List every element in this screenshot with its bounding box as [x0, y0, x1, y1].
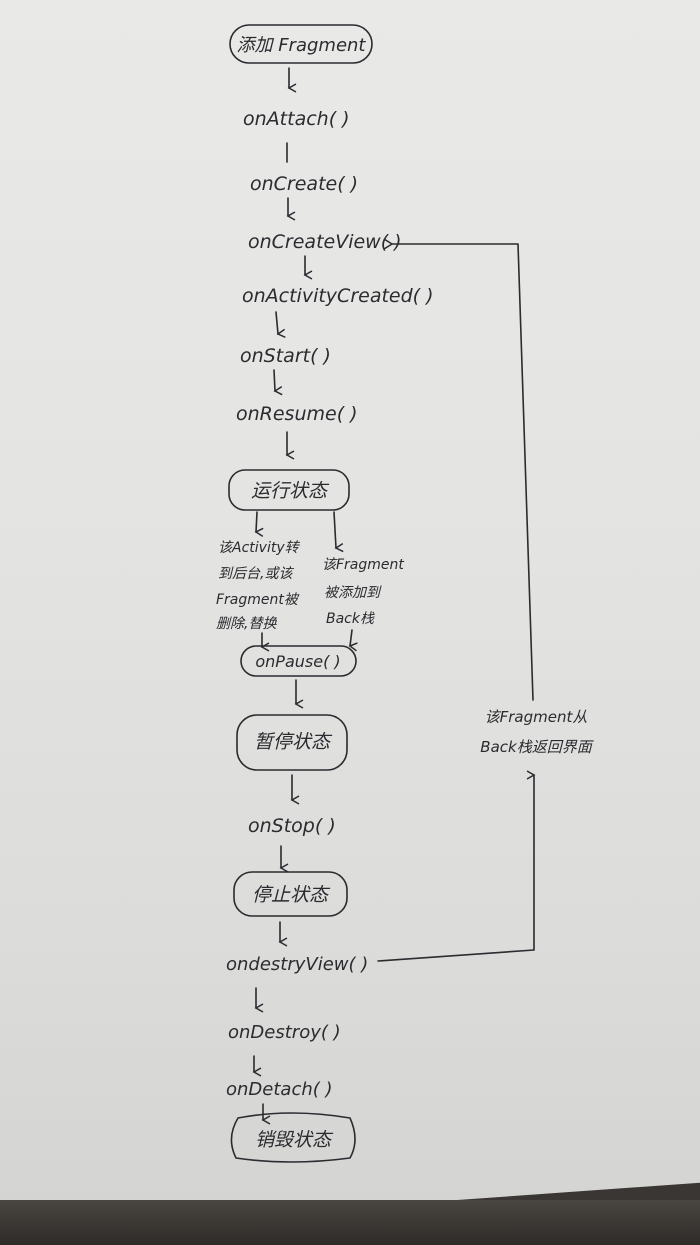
on-create-view-label: onCreateView( )	[248, 231, 402, 253]
branch-left-text: 该Activity转 到后台,或该 Fragment被 删除,替换	[216, 540, 301, 632]
on-resume-label: onResume( )	[236, 403, 358, 425]
on-stop-label: onStop( )	[248, 815, 336, 837]
branch-right-line-1: 该Fragment	[322, 557, 404, 573]
paused-state-label: 暂停状态	[254, 731, 333, 753]
back-stack-loop: 该Fragment从 Back栈返回界面	[377, 238, 595, 962]
loop-label-line-2: Back栈返回界面	[480, 738, 594, 756]
on-detach-label: onDetach( )	[226, 1079, 333, 1100]
branch-right-line-2: 被添加到	[324, 585, 382, 601]
loop-label-line-1: 该Fragment从	[485, 708, 588, 726]
running-state-node: 运行状态	[228, 469, 350, 511]
desk-background	[0, 1200, 700, 1245]
stopped-state-node: 停止状态	[233, 871, 348, 917]
on-pause-node: onPause( )	[240, 645, 357, 677]
on-create-label: onCreate( )	[250, 173, 358, 195]
stopped-state-label: 停止状态	[252, 884, 331, 906]
branch-right-line-3: Back栈	[326, 611, 375, 627]
on-start-label: onStart( )	[240, 345, 331, 367]
running-state-label: 运行状态	[251, 480, 330, 502]
arrow-right-pause	[348, 629, 358, 652]
on-pause-label: onPause( )	[255, 652, 340, 671]
on-attach-label: onAttach( )	[243, 108, 350, 130]
branch-left-line-3: Fragment被	[216, 592, 300, 608]
arrow-running-branch-left	[254, 511, 264, 537]
arrow-activitycreated-start	[275, 311, 286, 339]
branch-right-text: 该Fragment 被添加到 Back栈	[322, 557, 404, 627]
start-node: 添加 Fragment	[229, 24, 373, 64]
arrow-start-resume	[273, 369, 283, 396]
branch-left-line-2: 到后台,或该	[218, 566, 294, 582]
arrow-running-branch-right	[333, 511, 344, 553]
loop-line-upper	[383, 238, 534, 701]
loop-line-lower	[377, 770, 536, 962]
branch-left-line-1: 该Activity转	[218, 540, 301, 556]
paused-state-node: 暂停状态	[236, 714, 348, 771]
on-destroy-label: onDestroy( )	[228, 1022, 341, 1043]
destroyed-state-label: 销毁状态	[255, 1129, 334, 1151]
on-activity-created-label: onActivityCreated( )	[242, 285, 434, 307]
destroyed-state-node: 销毁状态	[230, 1112, 356, 1163]
start-node-label: 添加 Fragment	[236, 35, 366, 56]
on-destroy-view-label: ondestryView( )	[226, 954, 368, 975]
branch-left-line-4: 删除,替换	[216, 616, 277, 632]
